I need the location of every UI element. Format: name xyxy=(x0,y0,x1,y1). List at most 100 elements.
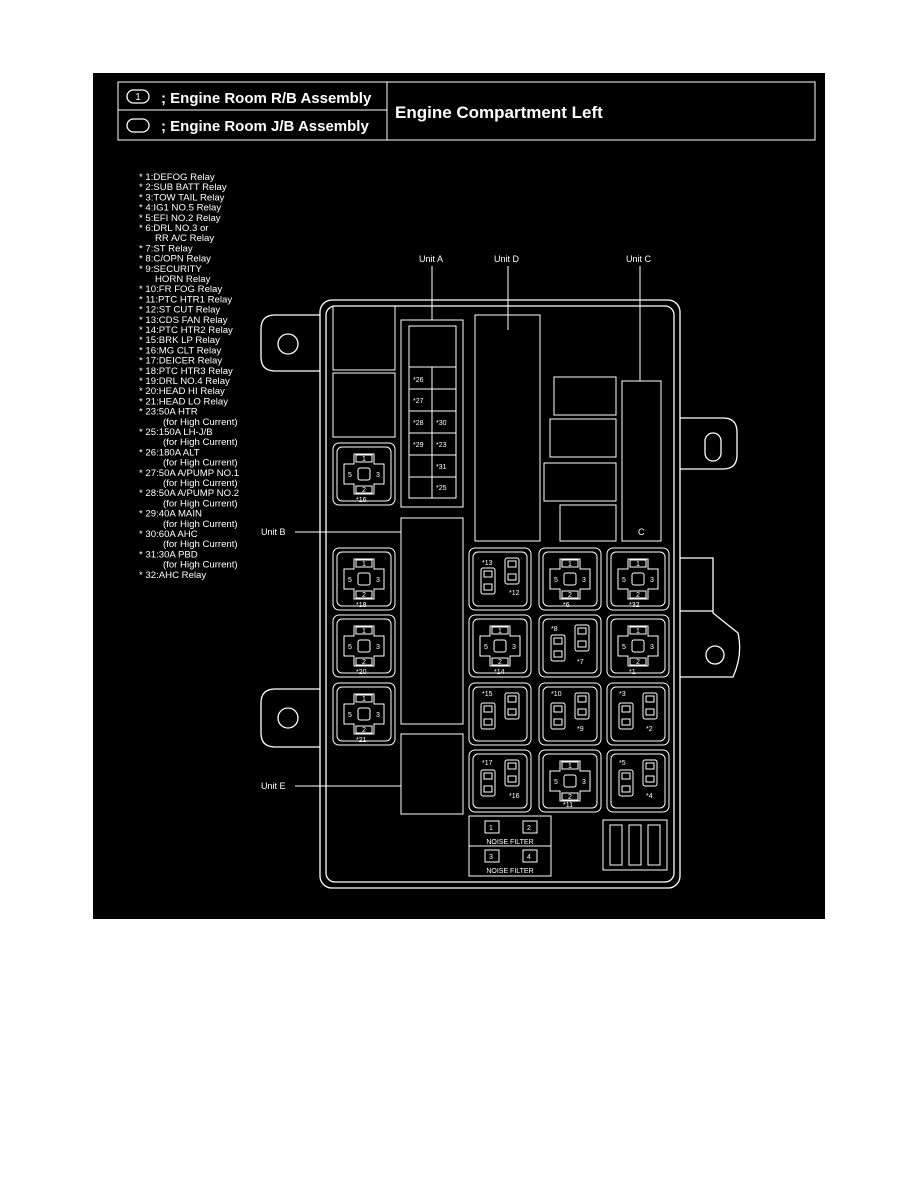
pin-number: 5 xyxy=(622,577,626,584)
legend-line: HORN Relay xyxy=(139,274,211,285)
legend-line: * 15:BRK LP Relay xyxy=(139,335,220,346)
relay-small-blocks xyxy=(543,376,617,542)
relay-legend: * 1:DEFOG Relay * 2:SUB BATT Relay * 3:T… xyxy=(139,172,239,581)
pin-number: 3 xyxy=(582,779,586,786)
relay-label: *32 xyxy=(629,602,640,609)
noise-filter-block xyxy=(468,815,552,877)
relay-label: *12 xyxy=(509,590,520,597)
mini-relay-socket xyxy=(538,682,602,746)
legend-line: (for High Current) xyxy=(139,417,238,428)
pin-number: 1 xyxy=(636,561,640,568)
noise-filter-labels: 1 2 3 4 NOISE FILTER NOISE FILTER xyxy=(486,825,533,875)
legend-line: * 2:SUB BATT Relay xyxy=(139,182,227,193)
legend-line: * 11:PTC HTR1 Relay xyxy=(139,294,232,305)
relay-label: *15 xyxy=(482,691,493,698)
relay-label: *20 xyxy=(356,669,367,676)
relay-label: *5 xyxy=(619,760,626,767)
mini-relay-socket xyxy=(468,547,532,611)
mini-relay-sockets xyxy=(468,547,670,813)
pin-number: 1 xyxy=(362,456,366,463)
legend-line: * 31:30A PBD xyxy=(139,549,198,560)
mounting-hole-icon xyxy=(277,333,725,729)
pin-number: 5 xyxy=(348,577,352,584)
mini-relay-socket xyxy=(606,682,670,746)
pin-number: 1 xyxy=(362,561,366,568)
pin-number: 1 xyxy=(498,628,502,635)
pin-number: 2 xyxy=(636,592,640,599)
pin-number: 3 xyxy=(376,712,380,719)
mini-relay-socket xyxy=(606,749,670,813)
relay-label: *17 xyxy=(482,760,493,767)
pin-number: 5 xyxy=(484,644,488,651)
unit-d-label: Unit D xyxy=(494,254,520,264)
header-symbol-jb xyxy=(126,118,150,133)
mini-relay-socket xyxy=(468,749,532,813)
pin-number: 2 xyxy=(568,592,572,599)
fuse-label: *23 xyxy=(436,442,447,449)
relay-label: *7 xyxy=(577,659,584,666)
pin-number: 1 xyxy=(568,561,572,568)
legend-line: (for High Current) xyxy=(139,478,238,489)
legend-line: * 4:IG1 NO.5 Relay xyxy=(139,203,221,214)
unit-a-label: Unit A xyxy=(419,254,443,264)
legend-line: * 5:EFI NO.2 Relay xyxy=(139,213,221,224)
unit-c-label: Unit C xyxy=(626,254,652,264)
noise-filter-pin: 4 xyxy=(527,854,531,861)
pin-number: 5 xyxy=(348,644,352,651)
unit-c-mark: C xyxy=(638,527,645,537)
legend-line: * 17:DEICER Relay xyxy=(139,356,222,367)
legend-line: * 13:CDS FAN Relay xyxy=(139,315,228,326)
header-jb-assembly: ; Engine Room J/B Assembly xyxy=(161,118,369,135)
pin-number: 3 xyxy=(512,644,516,651)
noise-filter-label: NOISE FILTER xyxy=(486,868,533,875)
legend-line: (for High Current) xyxy=(139,539,238,550)
pin-number: 5 xyxy=(348,472,352,479)
unit-b-label: Unit B xyxy=(261,527,286,537)
legend-line: * 20:HEAD HI Relay xyxy=(139,386,225,397)
relay-label: *11 xyxy=(563,802,573,809)
pin-number: 1 xyxy=(636,628,640,635)
unit-d-block xyxy=(474,314,541,542)
header-symbol-rb: 1 xyxy=(126,89,150,104)
legend-line: * 29:40A MAIN xyxy=(139,509,202,520)
legend-line: * 26:180A ALT xyxy=(139,447,200,458)
unit-a-fuse-labels: *26 *27 *28 *30 *29 *23 *31 *25 xyxy=(413,377,447,492)
legend-line: (for High Current) xyxy=(139,437,238,448)
mini-relay-socket xyxy=(538,614,602,678)
relay-label: *21 xyxy=(356,737,367,744)
legend-line: * 18:PTC HTR3 Relay xyxy=(139,366,233,377)
spare-fuse-block xyxy=(602,819,668,871)
pin-number: 3 xyxy=(376,577,380,584)
pin-number: 3 xyxy=(650,577,654,584)
legend-line: * 19:DRL NO.4 Relay xyxy=(139,376,230,387)
header-rb-assembly: ; Engine Room R/B Assembly xyxy=(161,90,372,107)
pin-number: 2 xyxy=(362,727,366,734)
pin-number: 2 xyxy=(362,592,366,599)
legend-line: * 6:DRL NO.3 or xyxy=(139,223,209,234)
pin-number: 5 xyxy=(622,644,626,651)
legend-line: * 32:AHC Relay xyxy=(139,570,206,581)
legend-line: * 30:60A AHC xyxy=(139,529,198,540)
unit-b-block xyxy=(400,517,464,725)
legend-line: * 28:50A A/PUMP NO.2 xyxy=(139,488,239,499)
svg-text:1: 1 xyxy=(135,92,141,103)
unit-e-label: Unit E xyxy=(261,781,286,791)
noise-filter-pin: 2 xyxy=(527,825,531,832)
diagram-panel: 1 ; Engine Room R/B Assembly ; Engine Ro… xyxy=(93,73,825,919)
mini-relay-socket xyxy=(468,682,532,746)
fuse-label: *27 xyxy=(413,398,424,405)
pin-number: 2 xyxy=(636,659,640,666)
unit-e-block xyxy=(400,733,464,815)
legend-line: RR A/C Relay xyxy=(139,233,214,244)
legend-line: * 23:50A HTR xyxy=(139,407,198,418)
relay-label: *8 xyxy=(551,626,558,633)
fuse-label: *26 xyxy=(413,377,424,384)
relay-label: *6 xyxy=(563,602,570,609)
legend-line: (for High Current) xyxy=(139,560,238,571)
fuse-label: *28 xyxy=(413,420,424,427)
cross-relay-socket: 1 2 3 5 xyxy=(332,547,396,611)
